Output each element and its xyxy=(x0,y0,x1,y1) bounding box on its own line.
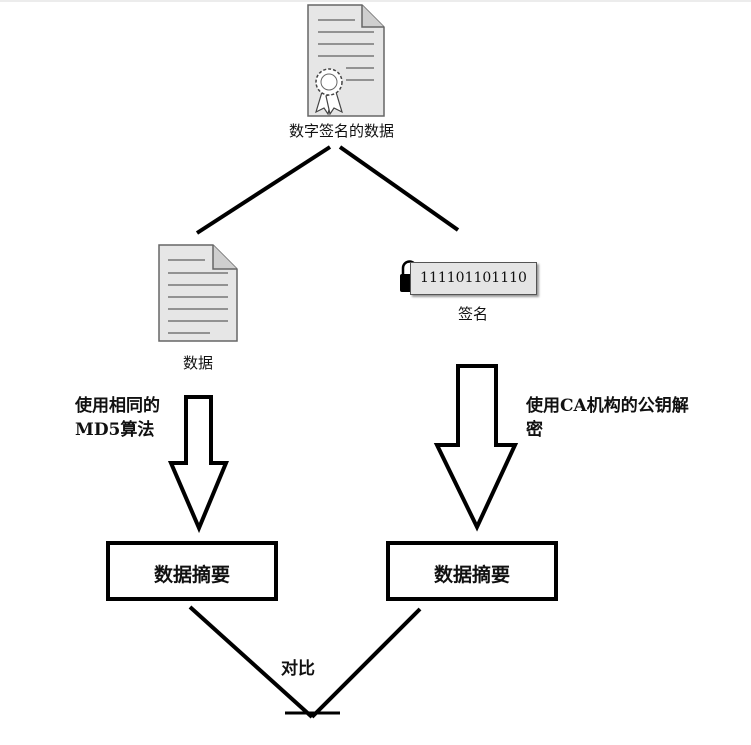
compare-label: 对比 xyxy=(281,659,315,679)
document-icon xyxy=(158,244,238,342)
signature-bits-text: 111101101110 xyxy=(420,270,527,286)
right-digest-label: 数据摘要 xyxy=(433,564,510,586)
right-arrow-label-line1: 使用CA机构的公钥解 xyxy=(526,396,689,416)
left-digest-box: 数据摘要 xyxy=(106,541,278,601)
compare-line-right xyxy=(310,607,422,719)
compare-line-left xyxy=(188,605,314,719)
right-arrow-label-line2: 密 xyxy=(526,420,543,440)
signed-data-label: 数字签名的数据 xyxy=(289,122,395,140)
branch-line-left xyxy=(195,145,332,235)
branch-line-right xyxy=(338,145,460,232)
signature-bits-bar: 111101101110 xyxy=(410,262,537,295)
left-arrow-label-line2: MD5算法 xyxy=(75,420,155,440)
left-down-arrow xyxy=(167,395,229,534)
left-arrow-label-line1: 使用相同的 xyxy=(75,396,160,416)
right-digest-box: 数据摘要 xyxy=(386,541,558,601)
left-digest-label: 数据摘要 xyxy=(153,564,230,586)
data-label: 数据 xyxy=(183,354,214,372)
signature-label: 签名 xyxy=(458,305,489,323)
right-down-arrow xyxy=(433,364,519,532)
certificate-document-icon xyxy=(307,4,385,117)
